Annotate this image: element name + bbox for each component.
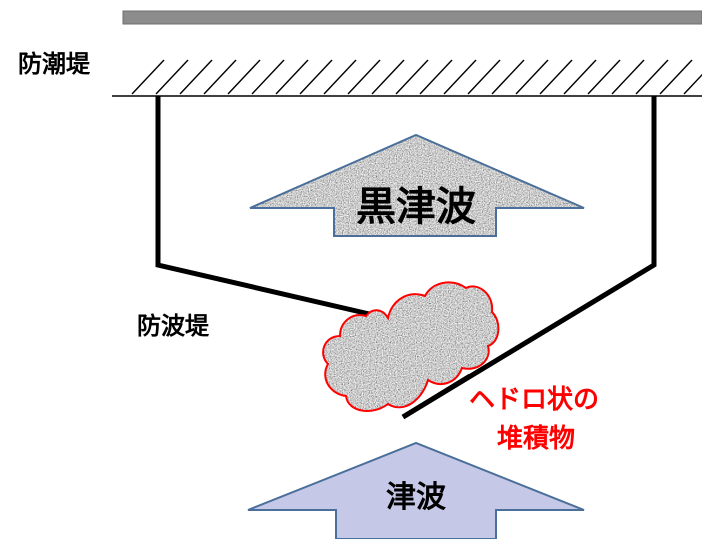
hatch-mark [563, 59, 597, 95]
hatch-mark [515, 59, 549, 95]
breakwater-right-tip [401, 373, 472, 420]
hatch-mark [467, 59, 501, 95]
breakwater-right [401, 96, 657, 420]
seawall-bar [122, 10, 702, 25]
hatch-mark [659, 59, 693, 95]
hatch-mark [491, 59, 525, 95]
hatch-mark [683, 73, 702, 95]
hatch-mark [131, 59, 165, 95]
tsunami-label: 津波 [386, 480, 447, 515]
hatch-mark [347, 59, 381, 95]
breakwater-left [155, 96, 379, 319]
hatch-mark [587, 59, 621, 95]
hatch-mark [443, 59, 477, 95]
hatch-mark [275, 59, 309, 95]
black-tsunami-label: 黒津波 [356, 184, 476, 230]
hatch-mark [539, 59, 573, 95]
hatch-mark [155, 59, 189, 95]
hatch-mark [323, 59, 357, 95]
ground-hatching [131, 59, 702, 95]
breakwater-label: 防波堤 [137, 312, 210, 340]
hatch-mark [371, 59, 405, 95]
hatch-mark [299, 59, 333, 95]
sludge-label-line1: ヘドロ状の [469, 385, 599, 415]
sludge-label-line2: 堆積物 [497, 424, 575, 454]
black-tsunami-arrow: 黒津波 [249, 133, 585, 237]
seawall-label: 防潮堤 [18, 50, 91, 78]
hatch-mark [635, 59, 669, 95]
hatch-mark [395, 59, 429, 95]
hatch-mark [611, 59, 645, 95]
hatch-mark [179, 59, 213, 95]
hatch-mark [203, 59, 237, 95]
hatch-mark [251, 59, 285, 95]
hatch-mark [227, 59, 261, 95]
tsunami-arrow: 津波 [247, 441, 585, 539]
hatch-mark [419, 59, 453, 95]
